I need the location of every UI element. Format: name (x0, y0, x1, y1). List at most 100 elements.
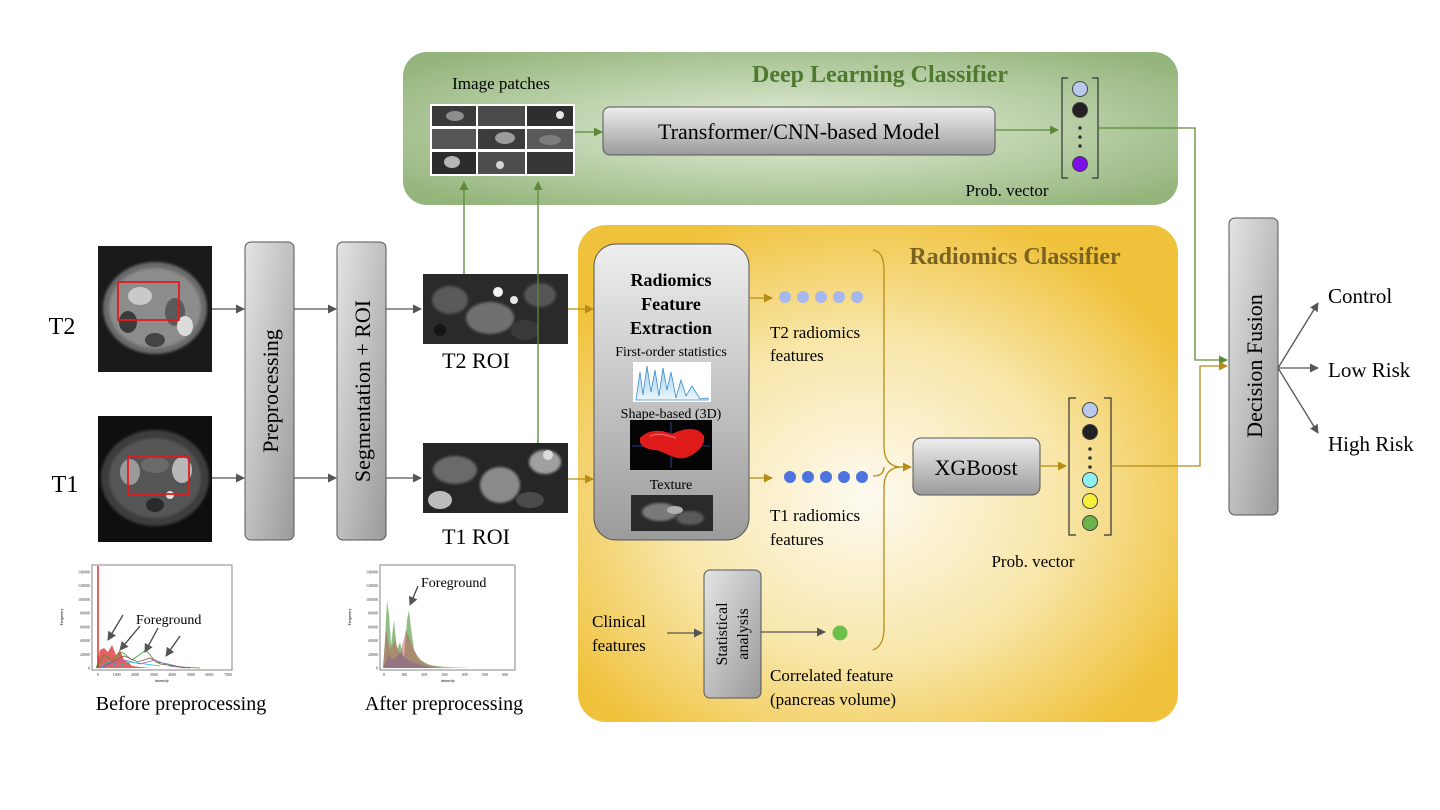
segmentation-label: Segmentation + ROI (350, 300, 375, 482)
extraction-title-line-1: Radiomics (631, 270, 712, 290)
clinical-line-2: features (592, 636, 646, 655)
y-tick-label: 40000 (80, 638, 90, 643)
correlated-line-1: Correlated feature (770, 666, 893, 685)
y-tick-label: 60000 (368, 624, 378, 629)
t1-roi-label: T1 ROI (442, 524, 510, 549)
t2-roi-image (423, 274, 568, 344)
dl-prob-dot-2 (1072, 102, 1088, 118)
stat-line-1: Statistical (714, 602, 731, 666)
extraction-title-line-2: Feature (641, 294, 701, 314)
t1-label: T1 (52, 472, 79, 498)
shape-based-label: Shape-based (3D) (621, 407, 722, 422)
t2-roi-box (117, 281, 180, 321)
dl-prob-ellipsis-dot (1078, 135, 1082, 139)
after-preprocessing-caption: After preprocessing (365, 693, 523, 715)
after-xlabel: intensity (441, 678, 455, 683)
rad-prob-dot-4 (1082, 493, 1098, 509)
dl-prob-ellipsis-dot (1078, 126, 1082, 130)
dl-to-fusion-line (1098, 127, 1228, 365)
after-histogram: 140000120000100000800006000040000200000 … (347, 564, 516, 683)
rad-prob-ellipsis-dot (1088, 456, 1092, 460)
t1-feature-dot (838, 471, 850, 483)
x-tick-label: 400 (462, 672, 468, 677)
x-tick-label: 5000 (187, 672, 195, 677)
y-tick-label: 80000 (368, 611, 378, 616)
y-tick-label: 20000 (368, 652, 378, 657)
t2-features-line-1: T2 radiomics (770, 323, 860, 342)
before-histogram: 140000120000100000800006000040000200000 … (59, 564, 233, 683)
merge-bracket-line (872, 249, 901, 651)
y-tick-label: 60000 (80, 624, 90, 629)
dl-prob-dot-3 (1072, 156, 1088, 172)
t2-label: T2 (49, 314, 76, 340)
x-tick-label: 600 (502, 672, 508, 677)
y-tick-label: 40000 (368, 638, 378, 643)
x-tick-label: 4000 (168, 672, 176, 677)
statistical-analysis-box (703, 569, 762, 699)
x-tick-label: 300 (442, 672, 448, 677)
y-tick-label: 0 (376, 666, 378, 671)
t1-mri-image (98, 416, 212, 542)
correlated-line-2: (pancreas volume) (770, 690, 896, 709)
rad-prob-ellipsis-dot (1088, 465, 1092, 469)
x-tick-label: 2000 (131, 672, 139, 677)
transformer-model-box (602, 106, 996, 156)
x-tick-label: 1000 (113, 672, 121, 677)
t2-feature-dot (815, 291, 827, 303)
rad-prob-dot-3 (1082, 472, 1098, 488)
arrow-fusion-to-high-risk (1277, 367, 1319, 434)
t2-feature-dot (833, 291, 845, 303)
image-patches-grid (430, 104, 575, 176)
x-tick-label: 3000 (150, 672, 158, 677)
x-tick-label: 200 (421, 672, 427, 677)
y-tick-label: 140000 (78, 570, 90, 575)
decision-fusion-label: Decision Fusion (1242, 294, 1267, 438)
t1-roi-box (127, 456, 190, 495)
transformer-model-label: Transformer/CNN-based Model (658, 119, 940, 144)
first-order-histogram-thumb (633, 362, 711, 402)
y-tick-label: 100000 (78, 597, 90, 602)
dl-prob-label: Prob. vector (965, 181, 1048, 200)
x-tick-label: 100 (401, 672, 407, 677)
rad-prob-dot-5 (1082, 515, 1098, 531)
after-x-tick-labels: 0 100 200 300 400 500 600 (383, 672, 508, 677)
t1-feature-dots (784, 471, 868, 483)
t1-features-line-1: T1 radiomics (770, 506, 860, 525)
xgboost-label: XGBoost (934, 455, 1017, 480)
rad-prob-label: Prob. vector (991, 552, 1074, 571)
t2-feature-dot (851, 291, 863, 303)
rad-prob-dot-1 (1082, 402, 1098, 418)
before-foreground-annotation: Foreground (136, 613, 201, 628)
first-order-label: First-order statistics (615, 345, 727, 360)
t1-features-line-2: features (770, 530, 824, 549)
t2-feature-dot (797, 291, 809, 303)
before-xlabel: intensity (155, 678, 169, 683)
after-foreground-annotation: Foreground (421, 576, 486, 591)
t2-mri-image (98, 246, 212, 372)
segmentation-box (336, 241, 387, 541)
correlated-feature-dot (832, 625, 848, 641)
shape-3d-thumb (630, 420, 712, 470)
dl-prob-ellipsis-dot (1078, 144, 1082, 148)
x-tick-label: 500 (482, 672, 488, 677)
rad-prob-dot-2 (1082, 424, 1098, 440)
output-control: Control (1328, 284, 1392, 308)
y-tick-label: 120000 (78, 583, 90, 588)
t2-feature-dot (779, 291, 791, 303)
texture-label: Texture (650, 478, 693, 493)
x-tick-label: 0 (383, 672, 385, 677)
t1-feature-dot (856, 471, 868, 483)
before-preprocessing-caption: Before preprocessing (96, 693, 267, 715)
y-tick-label: 100000 (366, 597, 378, 602)
after-ylabel: Frequency (347, 609, 352, 626)
dl-prob-dot-1 (1072, 81, 1088, 97)
rad-to-fusion-line (1111, 361, 1228, 467)
extraction-title-line-3: Extraction (630, 318, 712, 338)
t1-feature-dot (802, 471, 814, 483)
deep-learning-title: Deep Learning Classifier (752, 62, 1008, 88)
y-tick-label: 0 (88, 666, 90, 671)
output-low-risk: Low Risk (1328, 358, 1411, 382)
